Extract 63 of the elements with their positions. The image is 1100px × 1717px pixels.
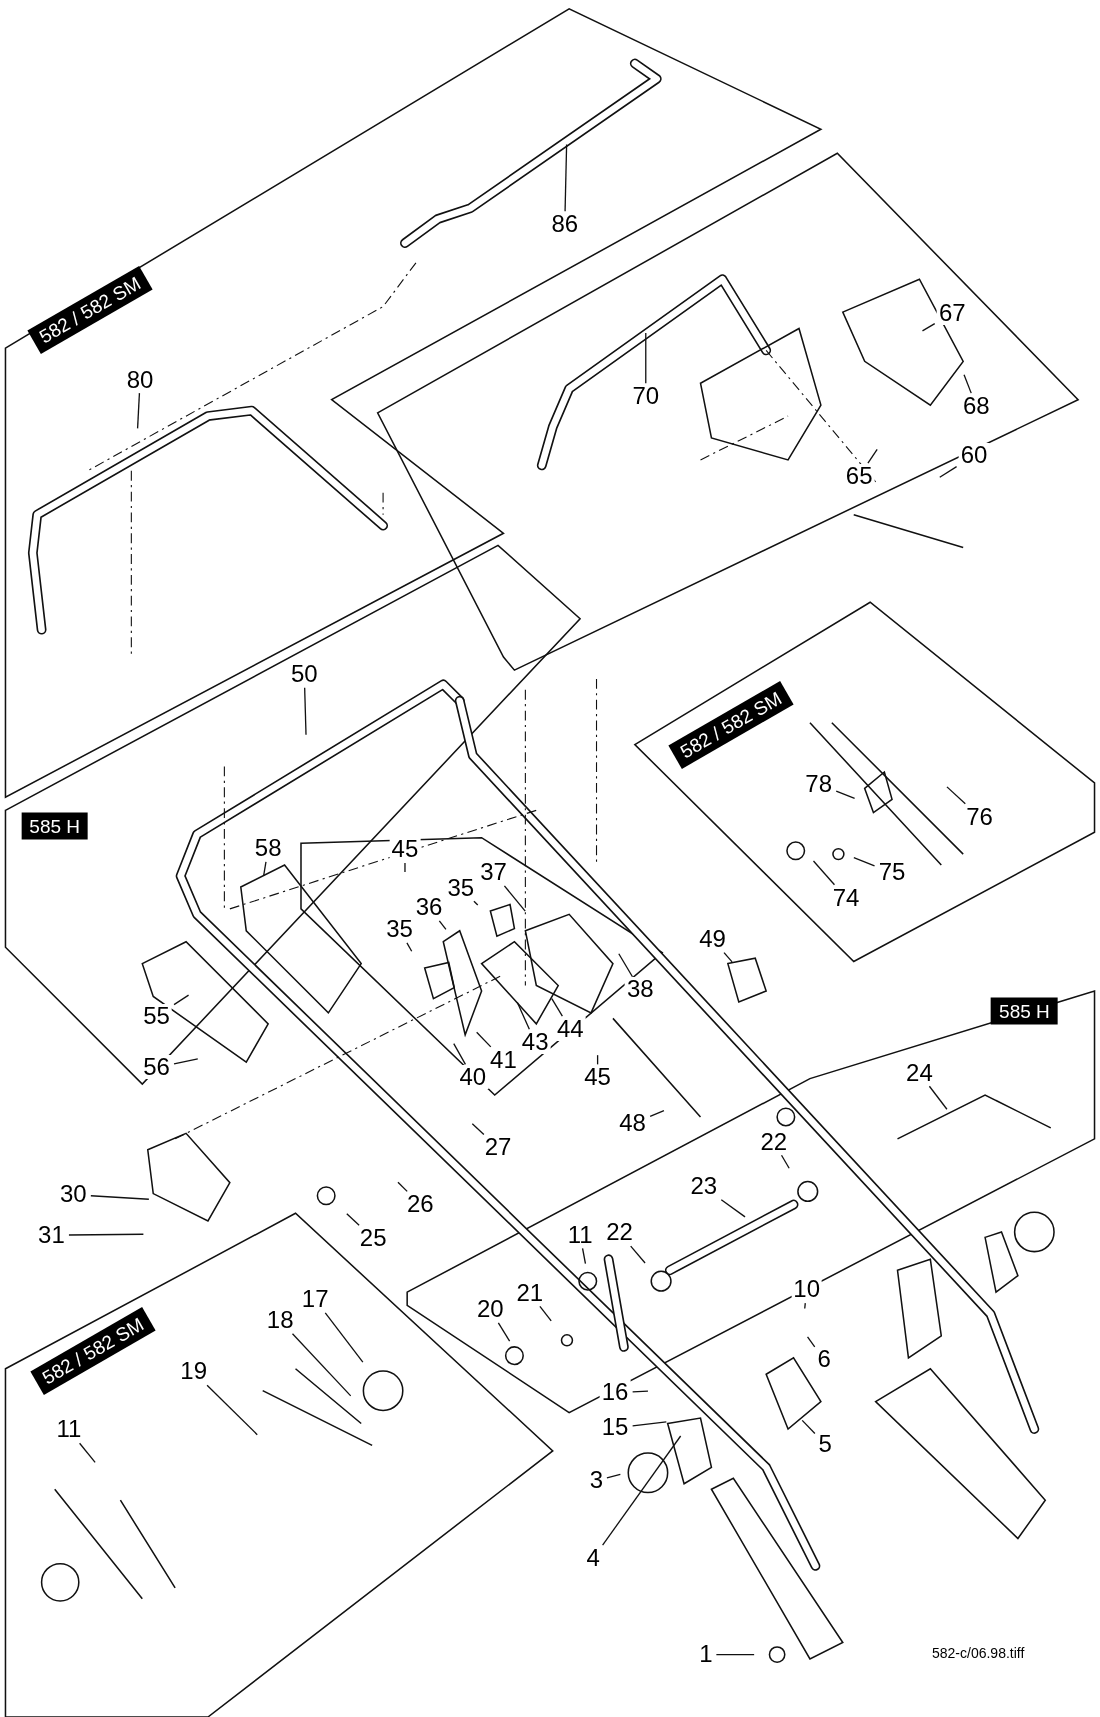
callout-number: 44 (554, 1016, 586, 1041)
leader-line (551, 997, 564, 1017)
leader-line (136, 392, 141, 430)
leader-line (853, 856, 876, 867)
leader-line (473, 900, 479, 906)
leader-line (812, 860, 836, 886)
leader-line (564, 143, 568, 212)
leader-line (801, 1419, 816, 1435)
leader-line (963, 374, 972, 394)
leader-line (68, 1233, 145, 1236)
leader-line (497, 1322, 511, 1342)
leader-line (596, 1054, 599, 1065)
leader-line (453, 1043, 467, 1065)
leader-line (539, 1305, 552, 1322)
leader-line (632, 1390, 649, 1393)
leader-line (715, 1653, 755, 1656)
model-tag: 585 H (991, 997, 1058, 1025)
leader-line (780, 1154, 790, 1169)
callout-number: 40 (457, 1065, 489, 1089)
callout-number: 43 (519, 1030, 551, 1054)
leader-line (516, 1001, 530, 1030)
leader-line (867, 448, 878, 464)
leader-line (324, 1312, 364, 1363)
leader-line (806, 1336, 816, 1348)
leader-line (90, 1195, 150, 1200)
leader-line (406, 942, 413, 952)
leader-line (649, 1109, 665, 1117)
leader-line (173, 1058, 199, 1065)
leader-line (723, 952, 733, 963)
callout-number: 56 (141, 1055, 172, 1080)
leader-line (173, 994, 190, 1006)
leader-line (606, 1473, 621, 1479)
leader-line (630, 1245, 646, 1264)
leader-line (304, 687, 307, 736)
model-tag: 582 / 582 SM (27, 265, 153, 354)
leader-line (581, 1247, 587, 1265)
leader-line (438, 920, 447, 930)
leader-line (404, 862, 406, 873)
leader-line (804, 1302, 806, 1310)
leader-line (503, 885, 526, 912)
leader-line (720, 1199, 746, 1218)
leader-line (78, 1442, 96, 1464)
leader-line (921, 322, 936, 332)
leader-line (346, 1213, 360, 1226)
leader-line (291, 1333, 352, 1397)
leader-line (928, 1085, 948, 1110)
leader-line (939, 465, 958, 478)
model-tag: 582 / 582 SM (668, 680, 794, 769)
leader-line (632, 1421, 667, 1427)
leader-line (946, 786, 966, 805)
leader-line (618, 953, 634, 978)
leader-line (263, 861, 267, 877)
leader-line (601, 1435, 682, 1546)
leader-line (471, 1123, 485, 1136)
leader-line (835, 790, 856, 800)
leader-line (397, 1181, 408, 1193)
callout-number: 67 (936, 301, 968, 326)
leader-line (645, 332, 647, 384)
leader-line (476, 1031, 492, 1048)
file-reference: 582-c/06.98.tiff (932, 1644, 1025, 1663)
leader-line (206, 1384, 258, 1436)
model-tag: 585 H (21, 812, 89, 840)
model-tag: 582 / 582 SM (30, 1306, 156, 1395)
